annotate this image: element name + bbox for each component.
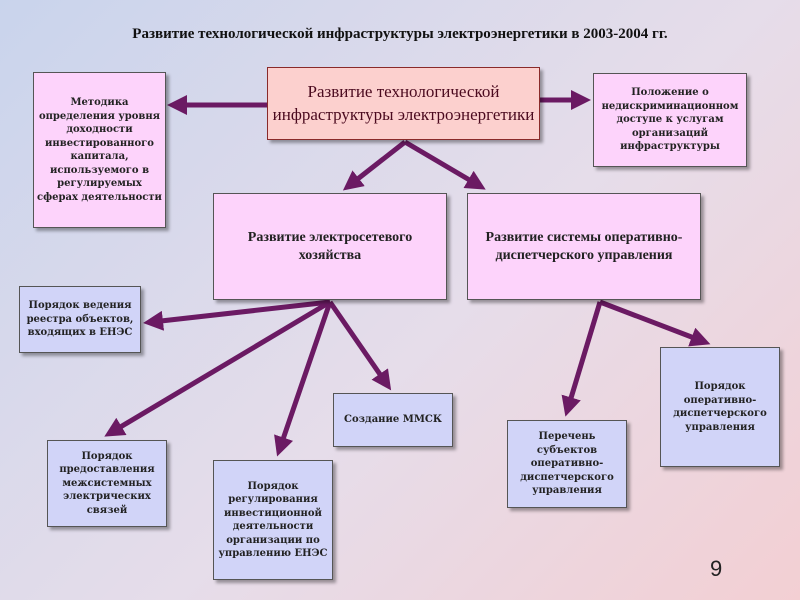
methodology-box: Методика определения уровня доходности и… — [33, 72, 166, 228]
mmsk-box: Создание ММСК — [333, 393, 453, 447]
arrow-to-mmsk — [327, 300, 392, 391]
investment-regulation-box: Порядок регулирования инвестиционной дея… — [213, 460, 333, 580]
registry-order-box: Порядок ведения реестра объектов, входящ… — [19, 286, 141, 353]
dispatch-system-box: Развитие системы оперативно-диспетчерско… — [467, 193, 701, 300]
access-regulation-box: Положение о недискриминационном доступе … — [593, 73, 747, 167]
dispatch-order-box: Порядок оперативно-диспетчерского управл… — [660, 347, 780, 467]
arrow-to-registry — [143, 299, 331, 331]
interconnect-order-box: Порядок предоставления межсистемных элек… — [47, 440, 167, 527]
main-topic-box: Развитие технологической инфраструктуры … — [267, 67, 540, 140]
slide-title: Развитие технологической инфраструктуры … — [132, 26, 668, 42]
arrow-to-subjects-list — [561, 301, 603, 417]
grid-development-box: Развитие электросетевого хозяйства — [213, 193, 447, 300]
subjects-list-box: Перечень субъектов оперативно-диспетчерс… — [507, 420, 627, 508]
arrow-to-dispatch-branch — [403, 139, 486, 190]
arrow-to-grid-branch — [342, 140, 407, 191]
arrow-to-investment — [274, 301, 333, 457]
page-number: 9 — [710, 556, 723, 581]
arrow-to-dispatch-order — [599, 299, 711, 347]
arrow-to-interconnect — [104, 299, 332, 437]
